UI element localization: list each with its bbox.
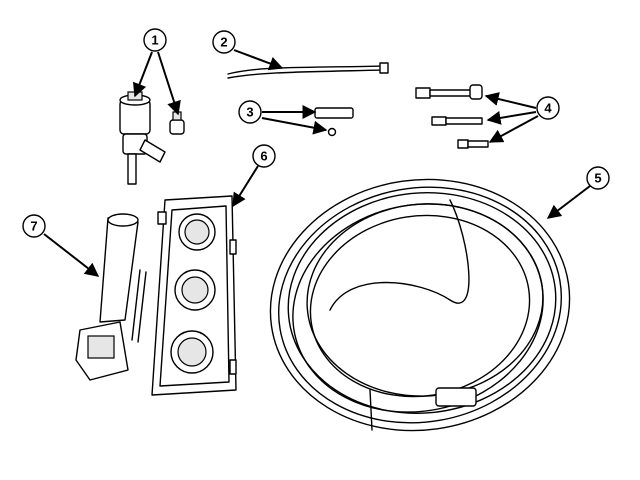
part-5-wire-harness (269, 178, 571, 432)
part-4-connectors (415, 84, 489, 149)
svg-text:6: 6 (260, 149, 267, 164)
svg-text:2: 2 (220, 35, 227, 50)
part-1-pump (119, 91, 185, 185)
part-6-switch-panel (151, 195, 237, 396)
svg-text:3: 3 (246, 105, 253, 120)
callout-7: 7 (22, 214, 46, 238)
leader-lines (43, 49, 591, 277)
svg-text:5: 5 (594, 171, 601, 186)
callout-6: 6 (252, 144, 276, 168)
part-3-sleeve-and-plug (314, 107, 354, 137)
callout-2: 2 (212, 30, 236, 54)
part-7-nozzle-connector (75, 213, 147, 381)
svg-text:1: 1 (151, 33, 158, 48)
svg-text:4: 4 (544, 101, 552, 116)
part-2-cable-tie (227, 62, 389, 79)
callout-5: 5 (586, 166, 610, 190)
svg-text:7: 7 (30, 219, 37, 234)
callout-3: 3 (238, 100, 262, 124)
callout-4: 4 (536, 96, 560, 120)
callout-1: 1 (143, 28, 167, 52)
